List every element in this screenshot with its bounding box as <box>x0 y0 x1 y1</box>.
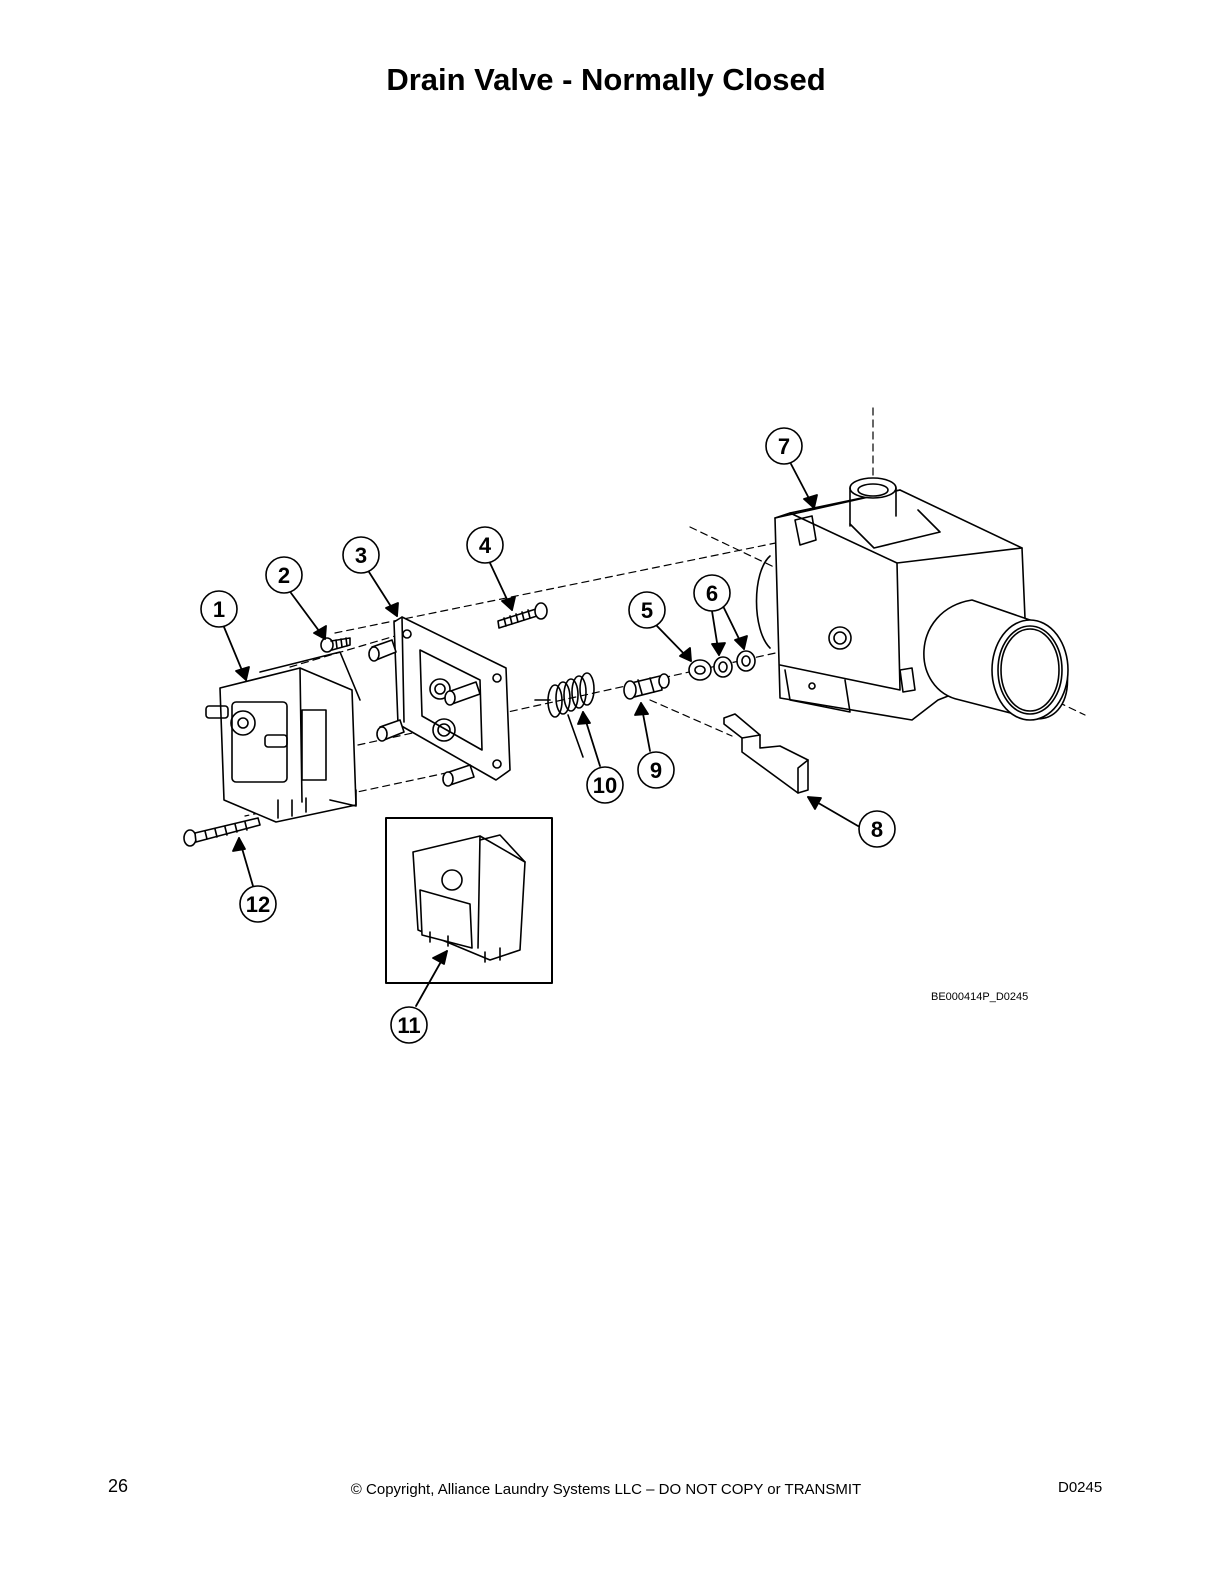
svg-text:6: 6 <box>706 581 718 606</box>
washer-item-5 <box>688 659 712 681</box>
callout-3: 3 <box>342 536 380 574</box>
spring-item-10 <box>534 672 595 758</box>
svg-text:7: 7 <box>778 434 790 459</box>
callout-6: 6 <box>693 574 731 612</box>
callout-12: 12 <box>239 885 277 923</box>
svg-text:3: 3 <box>355 543 367 568</box>
drain-motor <box>205 651 361 823</box>
bushings-item-6 <box>713 650 756 678</box>
svg-text:9: 9 <box>650 758 662 783</box>
callout-2: 2 <box>265 556 303 594</box>
valve-body <box>755 477 1069 721</box>
callout-1: 1 <box>200 590 238 628</box>
callout-8: 8 <box>858 810 896 848</box>
svg-text:1: 1 <box>213 597 225 622</box>
screw-item-2 <box>320 637 351 653</box>
callout-7: 7 <box>765 427 803 465</box>
callout-10: 10 <box>586 766 624 804</box>
screw-item-12 <box>183 817 261 847</box>
leader-lines <box>223 463 859 1007</box>
page-title: Drain Valve - Normally Closed <box>386 62 826 97</box>
copyright-notice: © Copyright, Alliance Laundry Systems LL… <box>350 1481 862 1498</box>
svg-text:8: 8 <box>871 817 883 842</box>
svg-text:5: 5 <box>641 598 653 623</box>
callout-5: 5 <box>628 591 666 629</box>
svg-text:12: 12 <box>246 892 270 917</box>
callout-9: 9 <box>637 751 675 789</box>
mounting-plate <box>368 616 511 787</box>
svg-text:4: 4 <box>479 533 492 558</box>
page-number: 26 <box>108 1476 129 1496</box>
coupling-item-9 <box>623 673 670 700</box>
figure-id: BE000414P_D0245 <box>931 991 1029 1003</box>
bracket-item-8 <box>723 713 809 794</box>
callout-4: 4 <box>466 526 504 564</box>
svg-text:11: 11 <box>397 1013 420 1038</box>
screw-item-4 <box>497 602 548 629</box>
svg-text:2: 2 <box>278 563 290 588</box>
inset-motor-item-11 <box>385 817 553 984</box>
document-code: D0245 <box>1058 1479 1103 1496</box>
callout-11: 11 <box>390 1006 428 1044</box>
svg-text:10: 10 <box>593 773 617 798</box>
